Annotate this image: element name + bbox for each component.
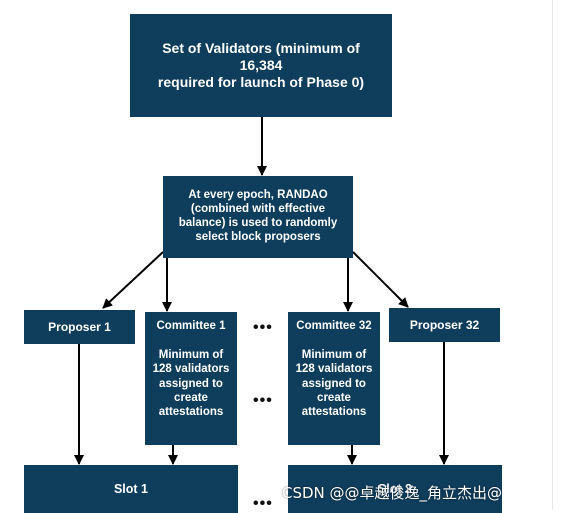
watermark-text: CSDN @@卓越俊逸_角立杰出@ — [282, 484, 503, 502]
slot-2-box: Slot 2 — [288, 465, 502, 513]
validators-set-text: Set of Validators (minimum of 16,384 req… — [157, 40, 365, 90]
proposer-1-box: Proposer 1 — [24, 310, 135, 344]
ellipsis-slots: ••• — [253, 495, 273, 512]
slot-1-box: Slot 1 — [24, 465, 238, 513]
randao-text: At every epoch, RANDAO (combined with ef… — [178, 189, 338, 243]
committee-1-title: Committee 1 — [156, 320, 226, 332]
proposer-32-box: Proposer 32 — [389, 308, 500, 342]
committee-1-description: Minimum of 128 validators assigned to cr… — [152, 348, 230, 419]
committee-32-box: Committee 32 Minimum of 128 validators a… — [288, 312, 380, 445]
slot-2-label: Slot 2 — [377, 481, 413, 496]
right-edge-line — [552, 0, 553, 510]
proposer-1-label: Proposer 1 — [48, 319, 111, 334]
committee-1-box: Committee 1 Minimum of 128 validators as… — [145, 312, 237, 445]
ellipsis-committee-bodies: ••• — [253, 392, 273, 409]
randao-box: At every epoch, RANDAO (combined with ef… — [163, 176, 353, 258]
slot-1-label: Slot 1 — [113, 481, 149, 496]
ellipsis-committee-headers: ••• — [253, 319, 273, 336]
proposer-32-label: Proposer 32 — [409, 317, 480, 332]
committee-32-description: Minimum of 128 validators assigned to cr… — [295, 348, 373, 419]
validators-set-box: Set of Validators (minimum of 16,384 req… — [130, 14, 392, 117]
arrow-randao-to-proposer-32 — [352, 251, 409, 308]
committee-32-title: Committee 32 — [296, 320, 372, 332]
arrow-randao-to-proposer-1 — [102, 251, 164, 309]
